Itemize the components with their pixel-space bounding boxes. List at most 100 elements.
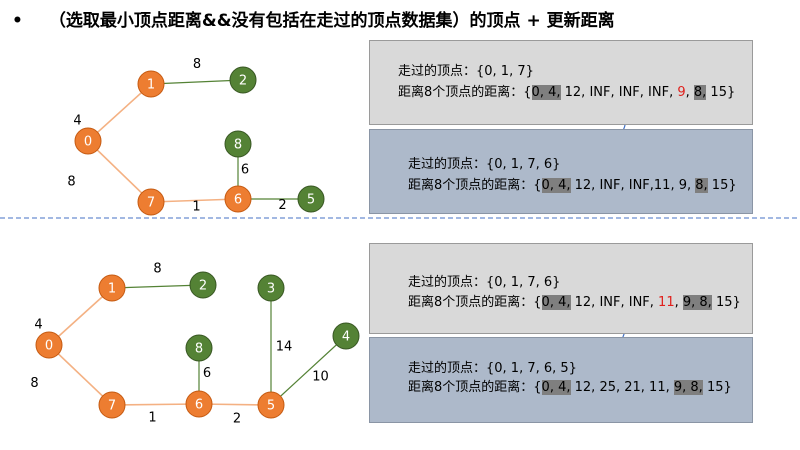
edge-weight-6-5: 2 [278, 198, 286, 213]
updated-distance: 11 [658, 295, 675, 310]
edge-weight-1-2: 8 [193, 57, 201, 72]
distance-values: 0, 4, 12, INF, INF,11, 9, 8, 15} [541, 178, 737, 193]
distance-text: 12, INF, INF, INF, [560, 85, 678, 100]
distance-values: 0, 4, 12, 25, 21, 11, 9, 8, 15} [541, 380, 732, 395]
dist-box-top-before: 走过的顶点：{0, 1, 7} 距离8个顶点的距离：{0, 4, 12, INF… [369, 40, 753, 125]
highlighted-distance: 0, 4, [541, 380, 571, 395]
edge-weight-5-4: 10 [312, 370, 329, 385]
node-1 [137, 70, 165, 98]
visited-line: 走过的顶点：{0, 1, 7, 6, 5} [408, 361, 577, 376]
node-2 [189, 271, 217, 299]
node-6 [224, 185, 252, 213]
node-label-5: 5 [267, 399, 275, 414]
highlighted-distance: 0, 4, [541, 178, 571, 193]
edge-weight-6-5: 2 [233, 412, 241, 427]
node-7 [98, 391, 126, 419]
distance-text: 15} [711, 295, 741, 310]
visited-line: 走过的顶点：{0, 1, 7, 6} [408, 275, 561, 290]
highlighted-distance: 9, 8, [673, 380, 703, 395]
node-label-8: 8 [195, 342, 203, 357]
page-title: • （选取最小顶点距离&&没有包括在走过的顶点数据集）的顶点 + 更新距离 [12, 6, 615, 31]
node-label-2: 2 [239, 74, 247, 89]
edge-weight-0-1: 4 [73, 114, 81, 129]
distance-line: 距离8个顶点的距离：{0, 4, 12, INF, INF,11, 9, 8, … [408, 174, 737, 193]
node-7 [137, 188, 165, 216]
title-text: （选取最小顶点距离&&没有包括在走过的顶点数据集）的顶点 + 更新距离 [48, 11, 615, 31]
node-label-7: 7 [108, 399, 116, 414]
distance-prefix: 距离8个顶点的距离：{ [408, 178, 542, 193]
edge-weight-0-7: 8 [30, 376, 38, 391]
edge-1-2 [111, 284, 204, 289]
node-4 [332, 322, 360, 350]
dist-box-top-after: 走过的顶点：{0, 1, 7, 6} 距离8个顶点的距离：{0, 4, 12, … [369, 129, 753, 214]
distance-text: , [685, 85, 694, 100]
distance-values: 0, 4, 12, INF, INF, 11, 9, 8, 15} [541, 295, 741, 310]
title-bullet: • [12, 11, 23, 31]
edge-weight-6-8: 6 [203, 366, 211, 381]
highlighted-distance: 8, [693, 85, 707, 100]
node-0 [74, 127, 102, 155]
edge-weight-0-7: 8 [67, 175, 75, 190]
node-1 [98, 274, 126, 302]
node-label-1: 1 [147, 78, 155, 93]
distance-line: 距离8个顶点的距离：{0, 4, 12, 25, 21, 11, 9, 8, 1… [408, 376, 732, 395]
edge-weight-5-3: 14 [276, 340, 293, 355]
node-label-5: 5 [307, 193, 315, 208]
edge-0-7 [48, 344, 113, 406]
dist-box-bottom-after: 走过的顶点：{0, 1, 7, 6, 5} 距离8个顶点的距离：{0, 4, 1… [369, 337, 753, 423]
node-label-0: 0 [84, 135, 92, 150]
distance-prefix: 距离8个顶点的距离：{ [408, 295, 542, 310]
distance-line: 距离8个顶点的距离：{0, 4, 12, INF, INF, 11, 9, 8,… [408, 291, 741, 310]
node-label-6: 6 [195, 398, 203, 413]
node-2 [229, 66, 257, 94]
node-label-6: 6 [234, 193, 242, 208]
node-label-1: 1 [108, 282, 116, 297]
edge-0-7 [87, 140, 152, 203]
edge-0-1 [87, 83, 152, 142]
distance-text: , [674, 295, 683, 310]
node-5 [297, 185, 325, 213]
edge-weight-7-6: 1 [192, 200, 200, 215]
distance-text: 12, 25, 21, 11, [570, 380, 674, 395]
edge-1-2 [150, 79, 244, 85]
edge-7-6 [150, 198, 239, 203]
node-3 [257, 274, 285, 302]
node-label-4: 4 [342, 330, 350, 345]
node-6 [185, 390, 213, 418]
dist-box-bottom-before: 走过的顶点：{0, 1, 7, 6} 距离8个顶点的距离：{0, 4, 12, … [369, 243, 753, 334]
node-8 [185, 334, 213, 362]
edge-weight-7-6: 1 [148, 411, 156, 426]
updated-distance: 9 [677, 85, 686, 100]
visited-line: 走过的顶点：{0, 1, 7} [398, 64, 534, 79]
node-label-7: 7 [147, 196, 155, 211]
node-label-3: 3 [267, 282, 275, 297]
node-label-8: 8 [234, 138, 242, 153]
node-label-0: 0 [45, 339, 53, 354]
highlighted-distance: 0, 4, [531, 85, 561, 100]
graph-top: 4 8 8 1 6 2 0 1 2 7 6 8 5 [67, 57, 325, 216]
distance-prefix: 距离8个顶点的距离：{ [408, 380, 542, 395]
node-8 [224, 130, 252, 158]
edge-0-1 [48, 287, 113, 346]
highlighted-distance: 9, 8, [682, 295, 712, 310]
highlighted-distance: 0, 4, [541, 295, 571, 310]
edge-5-4 [270, 335, 347, 406]
distance-text: 15} [707, 178, 737, 193]
edge-7-6 [111, 403, 200, 406]
distance-line: 距离8个顶点的距离：{0, 4, 12, INF, INF, INF, 9, 8… [398, 81, 735, 100]
distance-text: 12, INF, INF, [570, 295, 659, 310]
edge-weight-0-1: 4 [34, 318, 42, 333]
highlighted-distance: 8, [695, 178, 708, 193]
edge-weight-6-8: 6 [241, 163, 249, 178]
node-5 [257, 391, 285, 419]
distance-prefix: 距离8个顶点的距离：{ [398, 85, 532, 100]
distance-values: 0, 4, 12, INF, INF, INF, 9, 8, 15} [531, 85, 736, 100]
distance-text: 12, INF, INF,11, 9, [570, 178, 696, 193]
visited-line: 走过的顶点：{0, 1, 7, 6} [408, 157, 561, 172]
node-0 [35, 331, 63, 359]
edge-weight-1-2: 8 [153, 262, 161, 277]
distance-text: 15} [702, 380, 732, 395]
distance-text: 15} [706, 85, 736, 100]
